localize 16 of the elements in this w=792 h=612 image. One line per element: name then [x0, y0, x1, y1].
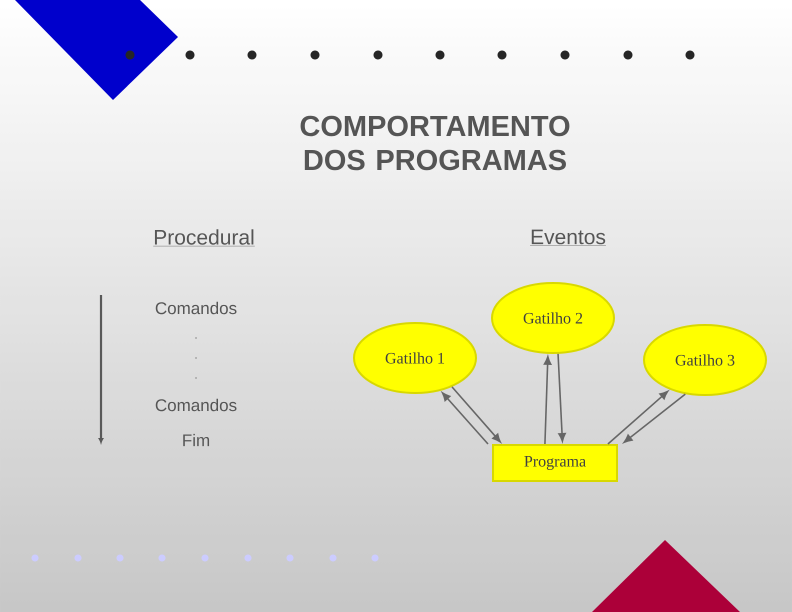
ellipsis-dot: . — [195, 357, 197, 359]
arrow — [607, 390, 668, 445]
arrow — [442, 392, 489, 445]
step-text: Comandos — [156, 398, 236, 412]
step-text: Fim — [183, 434, 210, 446]
section-heading: Procedural — [153, 229, 255, 246]
step-text: Comandos — [156, 302, 236, 314]
arrow — [451, 386, 501, 442]
arrow — [557, 354, 566, 442]
section-heading: Eventos — [530, 230, 606, 246]
arrow — [544, 356, 552, 444]
ellipsis-dot: . — [195, 337, 197, 339]
ellipsis-dot: . — [195, 377, 197, 379]
program-box: Programa — [492, 444, 618, 482]
arrow — [624, 393, 686, 443]
title: COMPORTAMENTO DOS PROGRAMAS — [300, 116, 570, 170]
